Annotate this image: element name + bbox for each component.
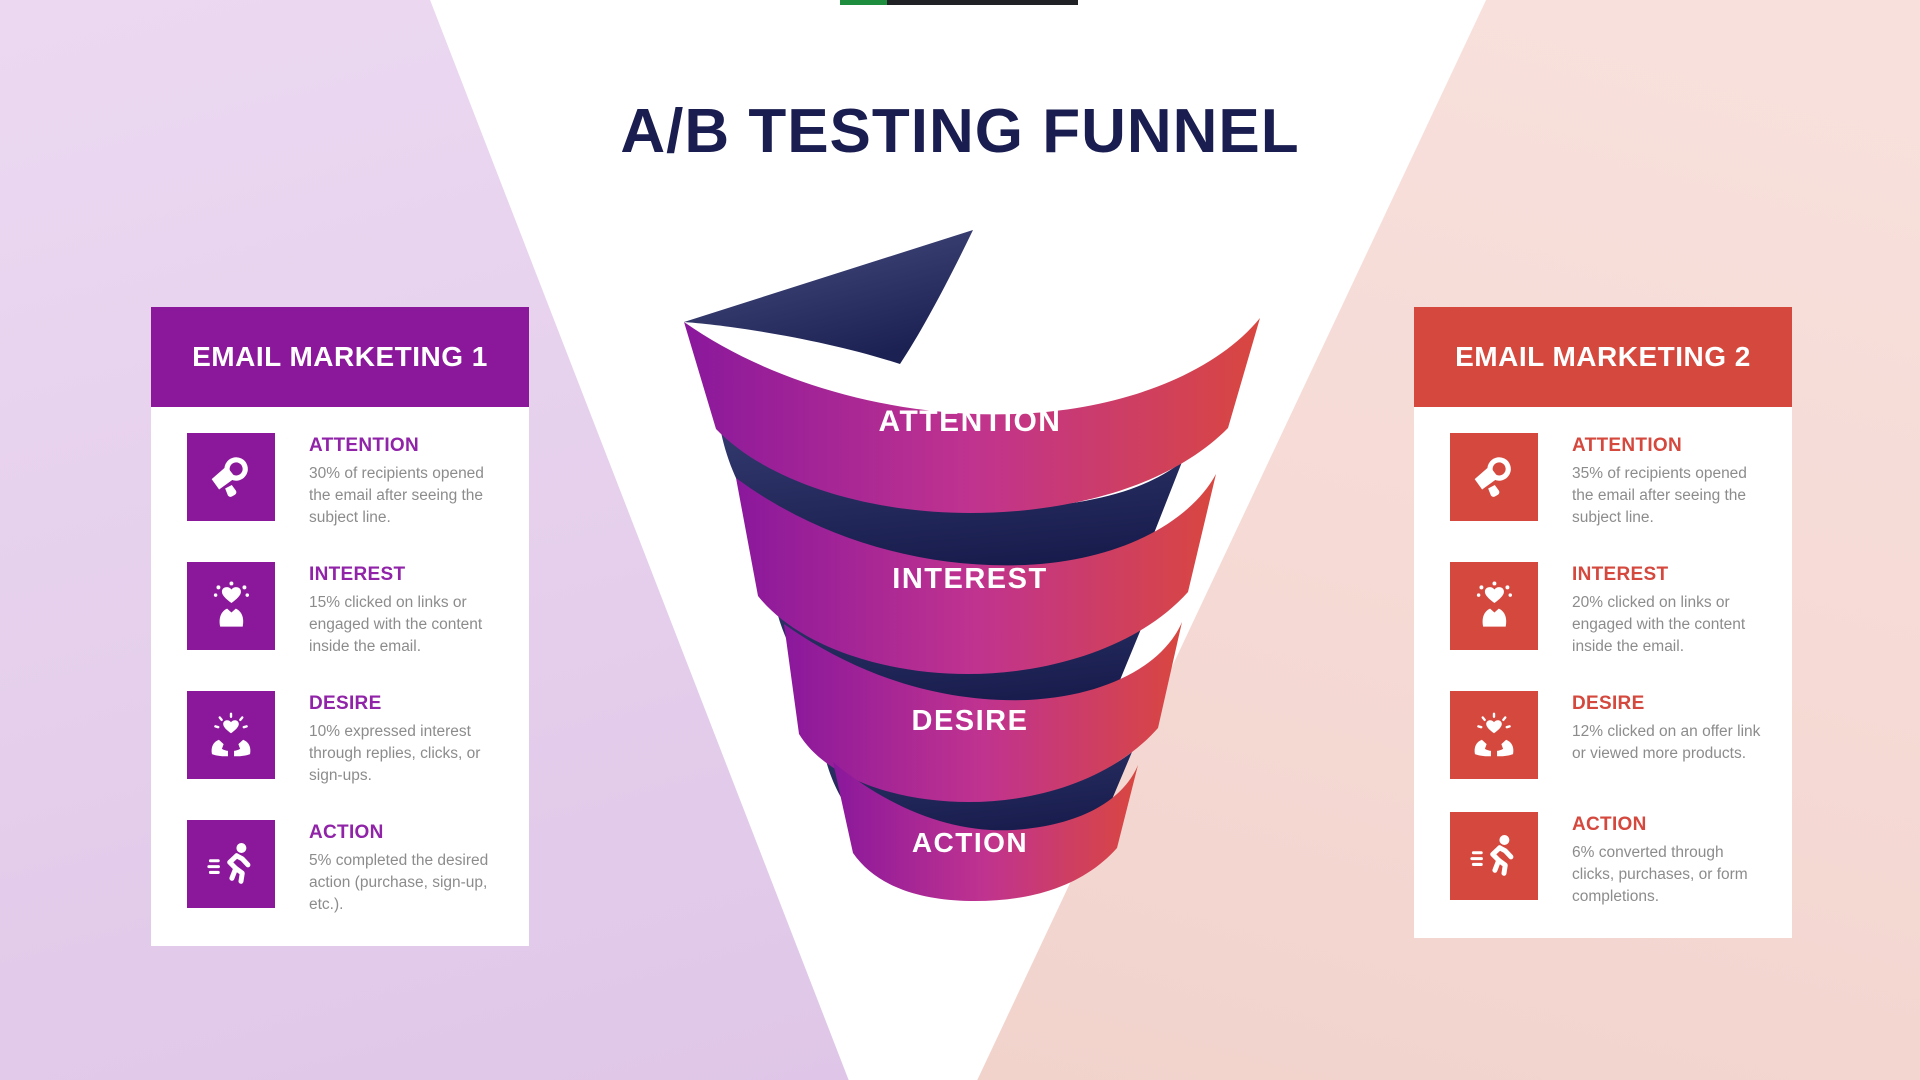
stage-body: 30% of recipients opened the email after… bbox=[309, 465, 484, 526]
email-marketing-1-panel: EMAIL MARKETING 1 ATTENTION 30% of recip… bbox=[151, 307, 529, 946]
funnel-band-desire bbox=[784, 622, 1182, 802]
funnel-band-attention bbox=[684, 318, 1260, 513]
funnel-band-interest bbox=[736, 474, 1216, 674]
stage-heading: INTEREST bbox=[1572, 564, 1669, 585]
stage-body: 6% converted through clicks, purchases, … bbox=[1572, 844, 1748, 905]
email-marketing-2-panel: EMAIL MARKETING 2 ATTENTION 35% of recip… bbox=[1414, 307, 1792, 938]
stage-heading: ATTENTION bbox=[1572, 435, 1683, 456]
panel-2-header: EMAIL MARKETING 2 bbox=[1414, 307, 1792, 407]
funnel-back-sail bbox=[684, 230, 973, 364]
heart-in-hand-icon bbox=[187, 562, 275, 650]
stage-body: 10% expressed interest through replies, … bbox=[309, 723, 481, 784]
panel-2-interest-item: INTEREST 20% clicked on links or engaged… bbox=[1450, 562, 1766, 658]
top-progress-green-segment bbox=[840, 0, 887, 5]
stage-heading: ATTENTION bbox=[309, 435, 420, 456]
stage-body: 15% clicked on links or engaged with the… bbox=[309, 594, 483, 655]
panel-1-action-item: ACTION 5% completed the desired action (… bbox=[187, 820, 503, 916]
heart-in-hand-icon bbox=[1450, 562, 1538, 650]
runner-icon bbox=[187, 820, 275, 908]
stage-body: 12% clicked on an offer link or viewed m… bbox=[1572, 723, 1761, 762]
panel-1-header: EMAIL MARKETING 1 bbox=[151, 307, 529, 407]
funnel-label-attention: ATTENTION bbox=[879, 405, 1062, 438]
funnel-band-action bbox=[833, 762, 1138, 901]
funnel-label-action: ACTION bbox=[912, 827, 1028, 858]
panel-1-interest-item: INTEREST 15% clicked on links or engaged… bbox=[187, 562, 503, 658]
top-progress-dark-segment bbox=[887, 0, 1078, 5]
panel-1-desire-item: DESIRE 10% expressed interest through re… bbox=[187, 691, 503, 787]
stage-body: 5% completed the desired action (purchas… bbox=[309, 852, 489, 913]
panel-2-action-item: ACTION 6% converted through clicks, purc… bbox=[1450, 812, 1766, 908]
page-title: A/B TESTING FUNNEL bbox=[620, 97, 1300, 166]
stage-body: 20% clicked on links or engaged with the… bbox=[1572, 594, 1746, 655]
hands-holding-heart-icon bbox=[1450, 691, 1538, 779]
panel-2-attention-item: ATTENTION 35% of recipients opened the e… bbox=[1450, 433, 1766, 529]
megaphone-icon bbox=[1450, 433, 1538, 521]
stage-heading: ACTION bbox=[1572, 814, 1647, 835]
hands-holding-heart-icon bbox=[187, 691, 275, 779]
panel-2-desire-item: DESIRE 12% clicked on an offer link or v… bbox=[1450, 691, 1766, 779]
stage-body: 35% of recipients opened the email after… bbox=[1572, 465, 1747, 526]
panel-1-attention-item: ATTENTION 30% of recipients opened the e… bbox=[187, 433, 503, 529]
panel-2-card: ATTENTION 35% of recipients opened the e… bbox=[1414, 407, 1792, 938]
funnel-label-desire: DESIRE bbox=[912, 705, 1029, 737]
funnel-label-interest: INTEREST bbox=[892, 563, 1047, 595]
runner-icon bbox=[1450, 812, 1538, 900]
panel-1-card: ATTENTION 30% of recipients opened the e… bbox=[151, 407, 529, 946]
stage-heading: DESIRE bbox=[309, 693, 382, 714]
stage-heading: DESIRE bbox=[1572, 693, 1645, 714]
stage-heading: ACTION bbox=[309, 822, 384, 843]
funnel-diagram: ATTENTION INTEREST DESIRE ACTION bbox=[684, 230, 1260, 901]
stage-heading: INTEREST bbox=[309, 564, 406, 585]
megaphone-icon bbox=[187, 433, 275, 521]
